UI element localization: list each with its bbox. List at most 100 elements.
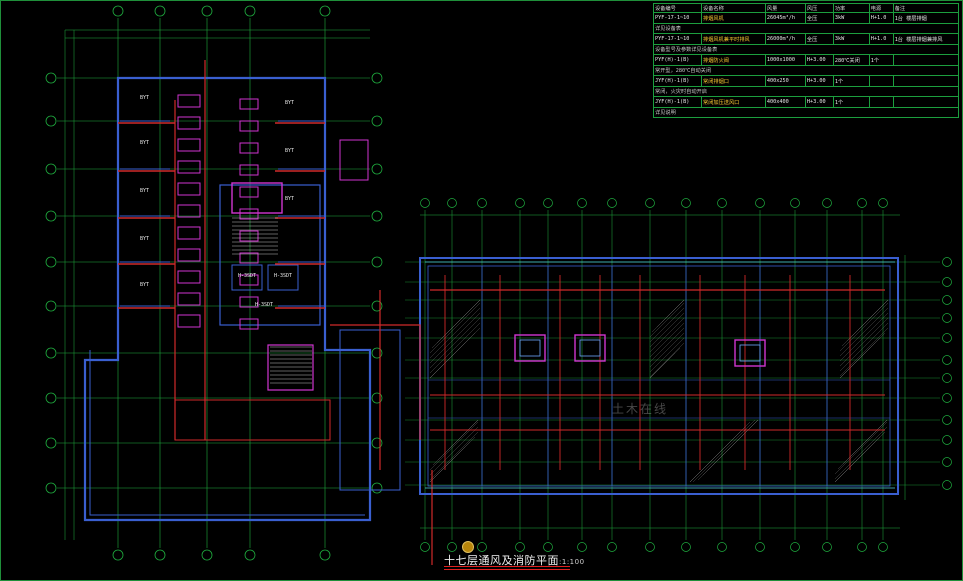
hatch-line — [649, 332, 685, 368]
axis-bubble — [45, 163, 57, 175]
axis-bubble — [447, 542, 457, 552]
hatch-line — [886, 299, 889, 302]
axis-bubble — [45, 347, 57, 359]
title-underline-thin — [444, 569, 570, 570]
hatch-line — [649, 327, 685, 363]
legend-cell: JYF(H)-1(B) — [652, 75, 703, 87]
axis-bubble — [577, 198, 587, 208]
legend-cell — [892, 96, 960, 108]
air-valve — [177, 314, 201, 328]
axis-bubble — [45, 72, 57, 84]
axis-bubble — [577, 542, 587, 552]
axis-bubble — [319, 5, 331, 17]
axis-bubble — [607, 198, 617, 208]
axis-bubble — [942, 333, 952, 343]
hatch-areas — [429, 299, 889, 483]
legend-subrow: 常开型，280℃自动关闭 — [653, 65, 959, 76]
axis-bubble — [45, 115, 57, 127]
hatch-line — [752, 419, 759, 426]
axis-bubble — [645, 198, 655, 208]
legend-cell: 1个 — [832, 96, 870, 108]
tower-outer-wall — [83, 76, 372, 522]
drawing-scale: 1:100 — [561, 558, 585, 566]
hatch-line — [649, 337, 685, 373]
axis-bubble — [681, 542, 691, 552]
axis-bubble — [857, 542, 867, 552]
legend-subrow: 设备型号及参数详见设备表 — [653, 44, 959, 55]
legend-subnote: 常开型，280℃自动关闭 — [653, 65, 959, 76]
axis-bubble — [371, 347, 383, 359]
air-valve — [239, 186, 259, 198]
hatch-line — [429, 421, 479, 471]
axis-bubble — [371, 482, 383, 494]
air-valve — [177, 182, 201, 196]
hatch-line — [649, 317, 685, 353]
air-valve — [177, 226, 201, 240]
legend-subnote: 设备型号及参数详见设备表 — [653, 44, 959, 55]
legend-cell: 3kW — [832, 12, 870, 24]
elevator-shaft — [267, 264, 299, 291]
hatch-line — [649, 322, 685, 358]
axis-bubble — [371, 210, 383, 222]
room-tag: BYT — [140, 188, 150, 194]
axis-bubble — [371, 163, 383, 175]
legend-cell: 1台 楼层排烟 — [892, 12, 960, 24]
fan-room — [231, 182, 283, 214]
wing-outer-wall — [419, 257, 899, 495]
axis-bubble — [477, 542, 487, 552]
room-tag: BYT — [140, 95, 150, 101]
shaft-inner — [519, 339, 541, 357]
axis-bubble — [420, 542, 430, 552]
hatch-line — [429, 327, 481, 379]
axis-bubble — [515, 198, 525, 208]
axis-bubble — [790, 542, 800, 552]
watermark: 土木在线 — [612, 402, 669, 416]
axis-bubble — [878, 542, 888, 552]
hatch-line — [429, 426, 479, 476]
axis-bubble — [45, 210, 57, 222]
legend-cell: H+3.00 — [804, 54, 834, 66]
elevator-shaft — [231, 264, 263, 291]
hatch-line — [839, 302, 889, 352]
axis-bubble — [878, 198, 888, 208]
hatch-line — [476, 299, 481, 304]
air-valve — [177, 116, 201, 130]
axis-bubble — [543, 542, 553, 552]
hatch-line — [882, 419, 888, 425]
axis-bubble — [371, 115, 383, 127]
tower-inner-wall — [89, 350, 365, 516]
hatch-line — [429, 307, 481, 359]
axis-bubble — [942, 257, 952, 267]
hatch-line — [839, 317, 889, 367]
smoke-ducts — [118, 60, 885, 565]
axis-bubble — [244, 5, 256, 17]
legend-cell — [892, 54, 960, 66]
room-tag: BYT — [285, 196, 295, 202]
axis-bubble — [942, 355, 952, 365]
hatch-line — [429, 312, 481, 364]
shaft-box — [734, 339, 766, 367]
shaft-box — [574, 334, 606, 362]
axis-bubble — [244, 549, 256, 561]
axis-bubble — [942, 295, 952, 305]
axis-bubble — [477, 198, 487, 208]
corridor-wall — [339, 329, 401, 491]
hatch-line — [649, 312, 685, 348]
axis-bubble — [371, 392, 383, 404]
hatch-line — [649, 347, 681, 379]
hatch-line — [429, 322, 481, 374]
air-valve — [239, 318, 259, 330]
axis-bubble — [371, 72, 383, 84]
axis-bubble — [942, 277, 952, 287]
stair-pressurization-shaft — [267, 344, 314, 391]
axis-bubble — [607, 542, 617, 552]
legend-cell — [892, 75, 960, 87]
legend-subrow: 详见设备表 — [653, 23, 959, 34]
axis-bubble — [755, 542, 765, 552]
legend-header-cell: 功率 — [832, 3, 870, 13]
equipment-block — [339, 139, 369, 181]
axis-bubble — [942, 313, 952, 323]
